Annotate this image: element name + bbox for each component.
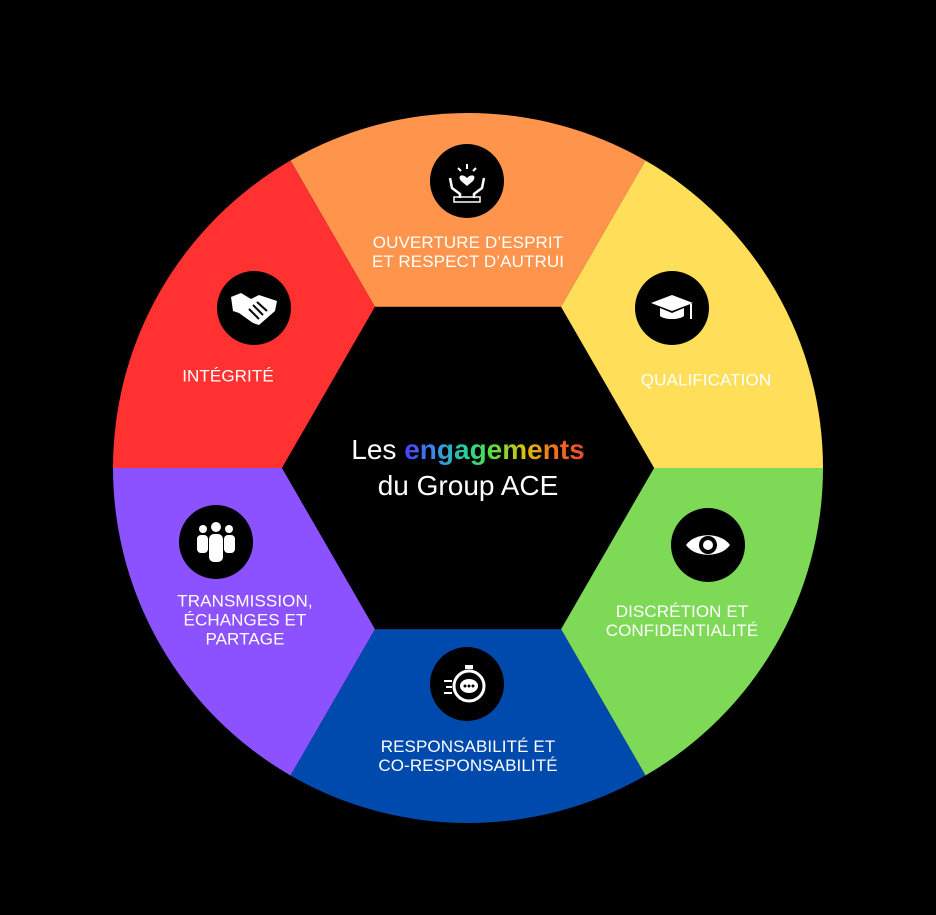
- eye-icon: [671, 508, 745, 582]
- graduation-cap-icon: [635, 271, 709, 345]
- handshake-icon: [217, 271, 291, 345]
- people-group-icon: [179, 505, 253, 579]
- label-ouverture: OUVERTURE D’ESPRIT ET RESPECT D’AUTRUI: [371, 233, 565, 271]
- title-highlight: engagements: [404, 434, 585, 465]
- label-integrite: INTÉGRITÉ: [182, 366, 274, 386]
- segment-transmission: [112, 468, 375, 776]
- label-transmission: TRANSMISSION, ÉCHANGES ET PARTAGE: [177, 591, 313, 649]
- title-prefix: Les: [351, 434, 397, 465]
- center-title: Les engagements du Group ACE: [351, 432, 584, 504]
- center-hexagon: [282, 306, 654, 630]
- hands-heart-icon: [430, 144, 504, 218]
- stopwatch-chat-icon: [430, 647, 504, 721]
- title-line2: du Group ACE: [377, 470, 559, 501]
- label-qualification: QUALIFICATION: [640, 370, 772, 390]
- label-responsabilite: RESPONSABILITÉ ET CO-RESPONSABILITÉ: [378, 737, 558, 775]
- segment-responsabilite: [290, 629, 646, 824]
- segment-discretion: [561, 468, 823, 776]
- label-discretion: DISCRÉTION ET CONFIDENTIALITÉ: [605, 602, 759, 640]
